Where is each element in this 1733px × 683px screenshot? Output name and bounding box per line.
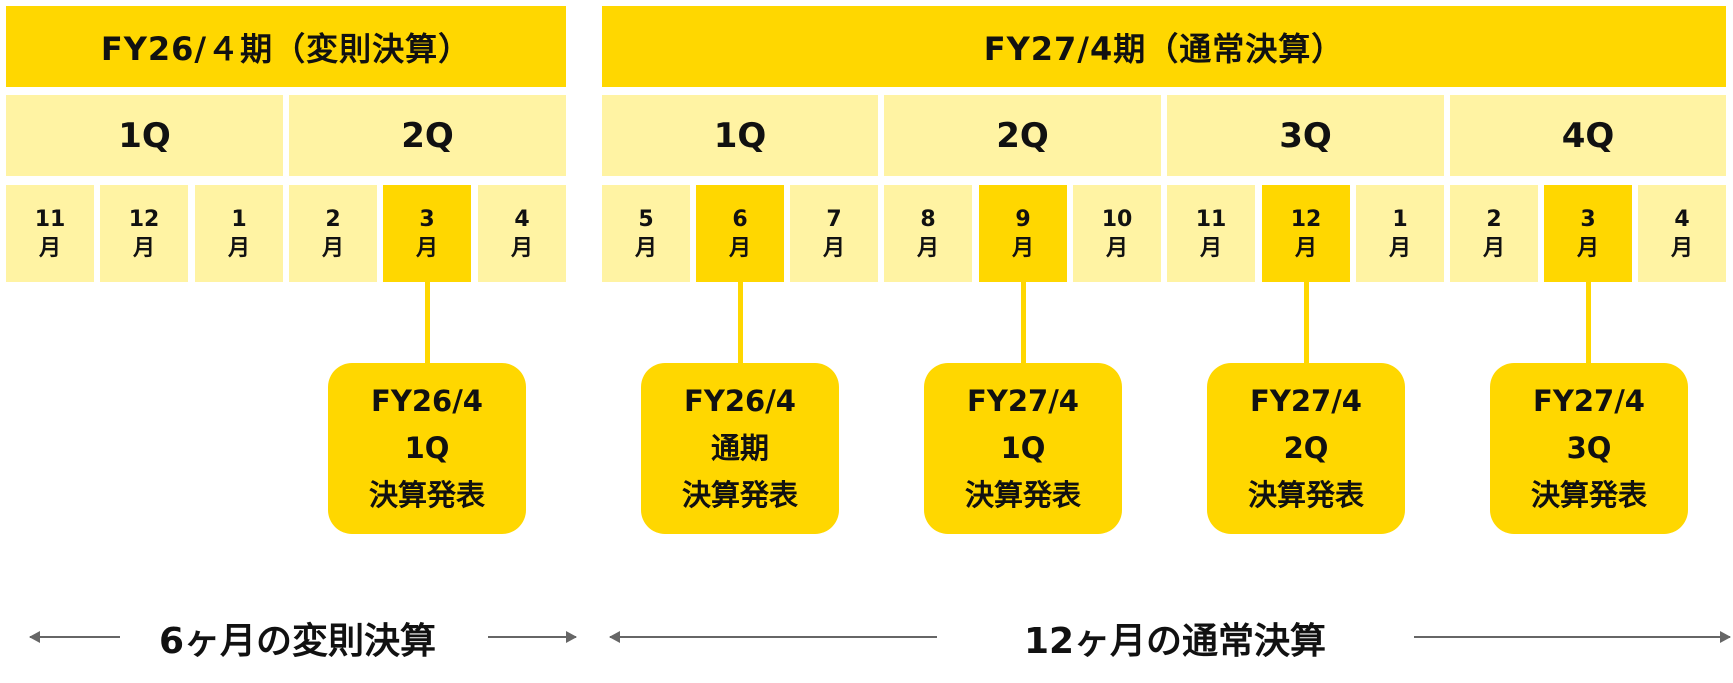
fy26-header: FY26/４期（変則決算） (6, 6, 566, 87)
month-number: 6 (732, 206, 748, 232)
connector-line (1586, 282, 1591, 363)
callout-period: 3Q (1566, 431, 1612, 465)
month-unit: 月 (132, 235, 155, 261)
callout-label: 決算発表 (681, 478, 798, 512)
month-number: 2 (1486, 206, 1502, 232)
month-number: 4 (514, 206, 530, 232)
month-unit: 月 (1199, 235, 1222, 261)
month-cell: 10 月 (1073, 185, 1161, 282)
month-number: 11 (1195, 206, 1227, 232)
month-unit: 月 (415, 235, 438, 261)
month-number: 5 (638, 206, 654, 232)
fy27-quarter-1q: 1Q (602, 95, 878, 176)
month-number: 12 (128, 206, 160, 232)
month-cell-highlighted: 12 月 (1262, 185, 1350, 282)
announcement-callout: FY27/4 1Q 決算発表 (924, 363, 1122, 534)
fy27-quarter-3q: 3Q (1167, 95, 1444, 176)
month-number: 4 (1674, 206, 1690, 232)
connector-line (1304, 282, 1309, 363)
month-unit: 月 (227, 235, 250, 261)
callout-label: 決算発表 (1530, 478, 1647, 512)
callout-label: 決算発表 (964, 478, 1081, 512)
month-number: 12 (1290, 206, 1322, 232)
month-number: 9 (1015, 206, 1031, 232)
month-unit: 月 (634, 235, 657, 261)
month-unit: 月 (1105, 235, 1128, 261)
span-label-6-months: 6ヶ月の変則決算 (158, 621, 437, 662)
span-label-12-months: 12ヶ月の通常決算 (1023, 621, 1327, 662)
month-number: 8 (920, 206, 936, 232)
month-unit: 月 (822, 235, 845, 261)
announcement-callout: FY26/4 1Q 決算発表 (328, 363, 526, 534)
callout-period: 1Q (1000, 431, 1046, 465)
announcement-callout: FY27/4 2Q 決算発表 (1207, 363, 1405, 534)
announcement-callout: FY27/4 3Q 決算発表 (1490, 363, 1688, 534)
callout-fy: FY26/4 (371, 384, 483, 418)
callout-label: 決算発表 (1247, 478, 1364, 512)
month-number: 2 (325, 206, 341, 232)
fy27-quarter-4q: 4Q (1450, 95, 1726, 176)
month-number: 3 (419, 206, 435, 232)
month-number: 7 (826, 206, 842, 232)
month-unit: 月 (1482, 235, 1505, 261)
announcement-callout: FY26/4 通期 決算発表 (641, 363, 839, 534)
month-unit: 月 (728, 235, 751, 261)
month-number: 11 (34, 206, 66, 232)
callout-fy: FY27/4 (1533, 384, 1645, 418)
connector-line (425, 282, 430, 363)
month-unit: 月 (916, 235, 939, 261)
arrow-right-icon (1414, 631, 1731, 643)
fy26-quarter-2q: 2Q (289, 95, 566, 176)
month-unit: 月 (510, 235, 533, 261)
connector-line (1021, 282, 1026, 363)
month-cell: 11 月 (6, 185, 94, 282)
month-cell: 11 月 (1167, 185, 1255, 282)
month-unit: 月 (1388, 235, 1411, 261)
fy27-quarter-2q: 2Q (884, 95, 1161, 176)
callout-label: 決算発表 (368, 478, 485, 512)
callout-period: 2Q (1283, 431, 1329, 465)
month-unit: 月 (1576, 235, 1599, 261)
callout-period: 1Q (404, 431, 450, 465)
callout-period: 通期 (710, 431, 769, 465)
fy27-header: FY27/4期（通常決算） (602, 6, 1726, 87)
month-number: 3 (1580, 206, 1596, 232)
callout-fy: FY27/4 (967, 384, 1079, 418)
month-unit: 月 (321, 235, 344, 261)
month-number: 1 (1392, 206, 1408, 232)
month-unit: 月 (1294, 235, 1317, 261)
arrow-right-icon (488, 631, 577, 643)
arrow-left-icon (29, 631, 120, 643)
month-unit: 月 (1011, 235, 1034, 261)
arrow-left-icon (609, 631, 937, 643)
fy26-quarter-1q: 1Q (6, 95, 283, 176)
month-number: 10 (1101, 206, 1133, 232)
month-unit: 月 (1670, 235, 1693, 261)
month-unit: 月 (38, 235, 61, 261)
connector-line (738, 282, 743, 363)
callout-fy: FY26/4 (684, 384, 796, 418)
month-number: 1 (231, 206, 247, 232)
month-cell: 12 月 (100, 185, 188, 282)
callout-fy: FY27/4 (1250, 384, 1362, 418)
